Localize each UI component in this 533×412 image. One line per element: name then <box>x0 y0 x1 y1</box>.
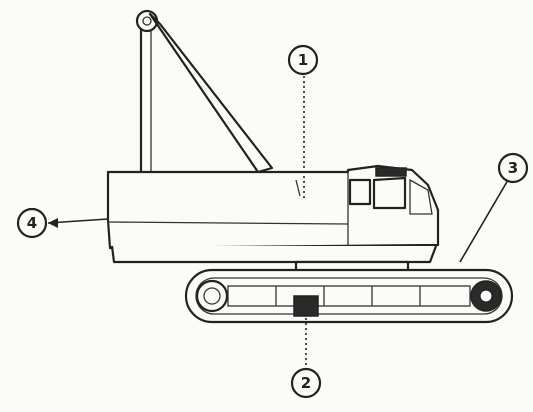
cab-front-window <box>372 176 407 210</box>
callout-4: 4 <box>16 207 48 239</box>
callout-1: 1 <box>287 44 319 76</box>
leader-arrow-4 <box>48 218 58 228</box>
leader-line-3 <box>459 179 509 263</box>
callout-2-ring <box>290 367 322 399</box>
callout-3-ring <box>497 152 529 184</box>
callout-2: 2 <box>290 367 322 399</box>
boom-front-arm <box>148 12 274 174</box>
cab-side-window <box>348 178 372 206</box>
sprocket-hub <box>479 289 493 303</box>
callout-2-number: 2 <box>301 374 311 392</box>
callout-3-number: 3 <box>508 159 518 177</box>
crawler-track <box>184 268 514 324</box>
house-body <box>106 164 440 250</box>
upper-house <box>106 164 440 264</box>
idler-wheel <box>195 279 229 313</box>
track-roller-block <box>293 295 319 317</box>
callout-1-ring <box>287 44 319 76</box>
callout-4-number: 4 <box>27 214 37 232</box>
house-mid-line <box>107 221 349 225</box>
house-base <box>110 245 438 264</box>
house-mark <box>295 179 301 197</box>
callout-1-number: 1 <box>298 51 308 69</box>
boom-tip-pin <box>142 16 152 26</box>
track-frame <box>227 285 471 307</box>
boom-assembly <box>135 9 274 174</box>
callout-4-ring <box>16 207 48 239</box>
cab-roof-light <box>375 167 407 177</box>
cab-nose-window <box>409 178 433 215</box>
callout-3: 3 <box>497 152 529 184</box>
track-outer <box>184 268 514 324</box>
idler-hub <box>203 287 221 305</box>
